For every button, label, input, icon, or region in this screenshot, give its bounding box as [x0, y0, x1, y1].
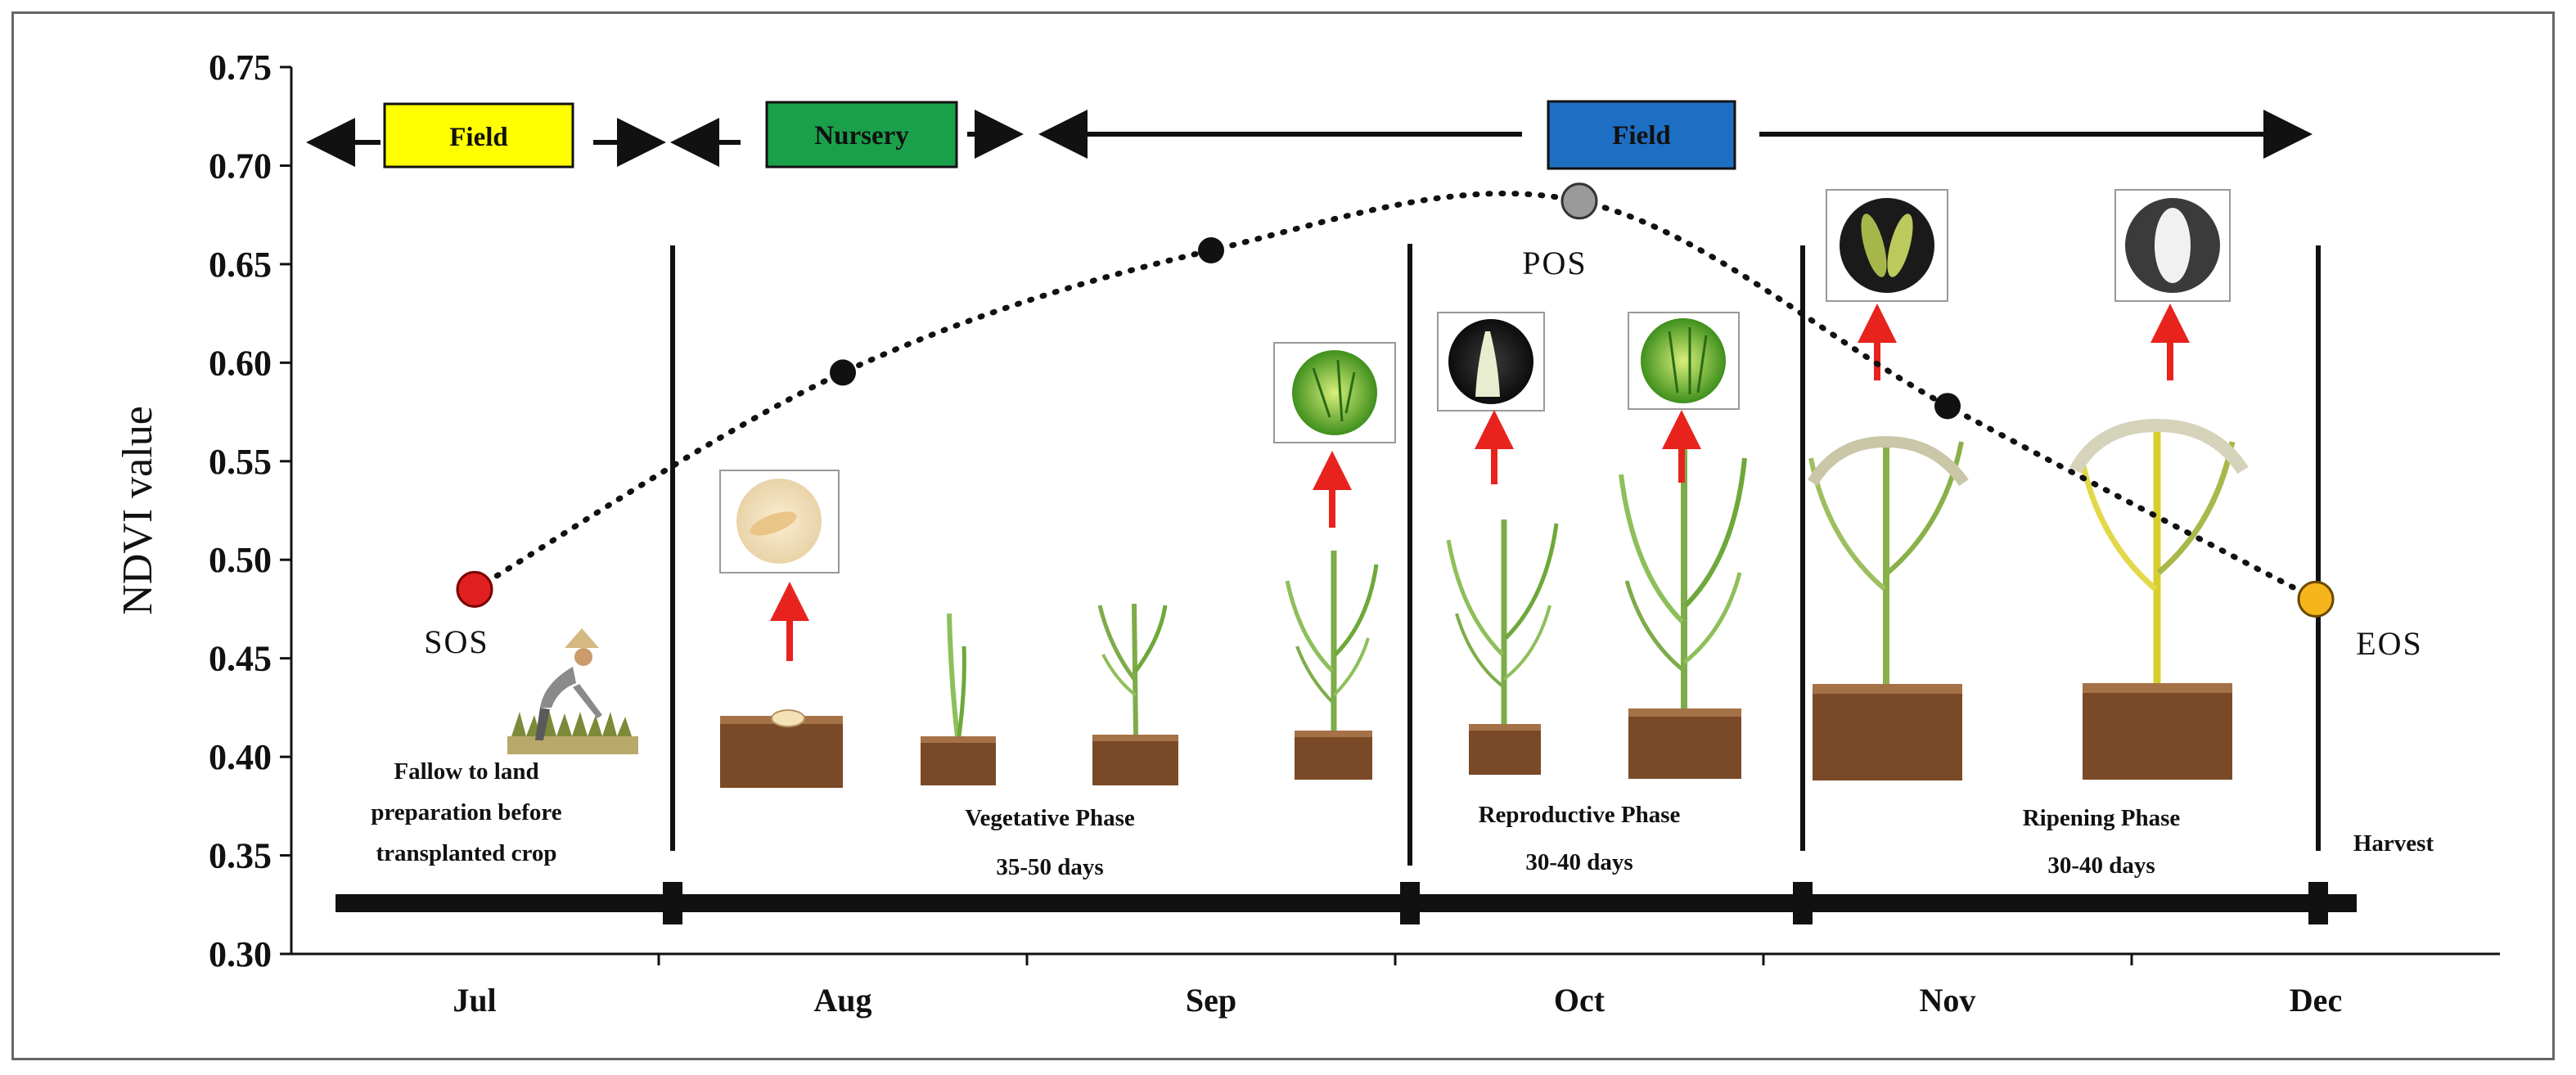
timeline: [336, 894, 2357, 912]
leaf-closeup-icon: [1273, 342, 1396, 443]
ndvi-point: [830, 359, 856, 386]
nursery-label: Nursery: [814, 121, 909, 151]
y-tick-label: 0.60: [209, 343, 272, 383]
nursery-box: [765, 101, 958, 169]
booting-plant-icon: [1446, 520, 1559, 775]
mature-plant-icon: [1807, 436, 1969, 780]
growth-arrows: [770, 304, 2190, 661]
panicle-initiation-icon: [1437, 312, 1545, 412]
fallow-text-3: transplanted crop: [376, 840, 556, 866]
vegetative-days-label: 35-50 days: [996, 854, 1103, 880]
farmer-icon: [507, 628, 638, 754]
sos-point: [456, 570, 493, 608]
sos-label: SOS: [424, 623, 489, 660]
figure-frame: [11, 11, 2555, 1060]
seedling-icon: [921, 613, 996, 785]
illustrations: [507, 189, 2249, 788]
seed-soil: [720, 709, 843, 788]
flowering-plant-icon: [1619, 447, 1747, 779]
y-tick-label: 0.55: [209, 442, 272, 482]
y-tick-label: 0.40: [209, 737, 272, 777]
x-tick-label: Sep: [1186, 982, 1236, 1019]
y-tick-label: 0.35: [209, 836, 272, 876]
pos-label: POS: [1522, 245, 1587, 281]
pos-point: [1560, 182, 1598, 220]
y-tick-label: 0.30: [209, 934, 272, 974]
field-label-2: Field: [1612, 121, 1671, 151]
ripening-days-label: 30-40 days: [2047, 852, 2155, 879]
ripening-phase-label: Ripening Phase: [2023, 805, 2181, 831]
ripe-plant-icon: [2069, 419, 2249, 780]
flowering-closeup-icon: [1628, 312, 1740, 410]
vegetative-plant-icon: [1285, 551, 1379, 780]
y-tick-label: 0.45: [209, 639, 272, 679]
timeline-marker: [2308, 882, 2328, 924]
vegetative-phase-label: Vegetative Phase: [965, 805, 1135, 831]
rice-seed-icon: [719, 470, 840, 573]
tillering-plant-icon: [1092, 603, 1178, 785]
ndvi-point: [1198, 237, 1224, 264]
x-tick-label: Dec: [2290, 982, 2342, 1019]
x-tick-label: Oct: [1554, 982, 1605, 1019]
harvest-label: Harvest: [2353, 830, 2434, 857]
y-tick-label: 0.65: [209, 245, 272, 285]
field-label-1: Field: [449, 123, 508, 152]
fallow-text-1: Fallow to land: [394, 758, 538, 785]
y-axis-label: NDVI value: [115, 406, 161, 615]
reproductive-phase-label: Reproductive Phase: [1479, 802, 1681, 828]
eos-point: [2297, 580, 2335, 618]
reproductive-days-label: 30-40 days: [1525, 849, 1633, 875]
y-tick-label: 0.75: [209, 47, 272, 88]
ripe-grain-icon: [2114, 189, 2231, 302]
timeline-marker: [663, 882, 682, 924]
ndvi-series-points: [456, 182, 2335, 618]
timeline-bar: [336, 882, 2357, 924]
ndvi-point: [1934, 393, 1961, 420]
x-tick-label: Nov: [1920, 982, 1976, 1019]
x-tick-labels: Jul Aug Sep Oct Nov Dec: [453, 954, 2342, 1019]
stage-bar: Field Nursery Field: [306, 100, 2313, 170]
x-tick-label: Jul: [453, 982, 496, 1019]
phase-dividers: [670, 244, 2321, 866]
timeline-marker: [1400, 882, 1420, 924]
y-tick-labels: 0.30 0.35 0.40 0.45 0.50 0.55 0.60 0.65 0.70 0.75: [209, 47, 291, 974]
x-tick-label: Aug: [813, 982, 871, 1019]
timeline-marker: [1793, 882, 1813, 924]
y-tick-label: 0.50: [209, 540, 272, 580]
phase-labels: Fallow to land preparation before transp…: [371, 758, 2434, 880]
field-box-1: [383, 102, 574, 169]
field-box-2: [1547, 100, 1736, 170]
fallow-text-2: preparation before: [371, 799, 561, 825]
eos-label: EOS: [2356, 625, 2423, 662]
grain-closeup-icon: [1826, 189, 1948, 302]
y-tick-label: 0.70: [209, 146, 272, 186]
